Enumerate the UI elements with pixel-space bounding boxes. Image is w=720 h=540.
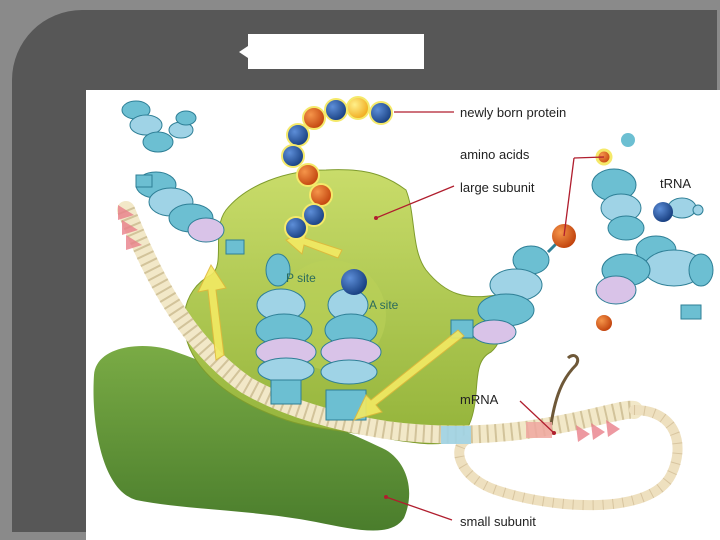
label-newly-born-protein: newly born protein bbox=[460, 105, 566, 120]
ribosome-diagram: newly born protein amino acids large sub… bbox=[86, 90, 720, 540]
ribosome-illustration: newly born protein amino acids large sub… bbox=[93, 96, 714, 531]
label-mrna: mRNA bbox=[460, 392, 499, 407]
label-large-subunit: large subunit bbox=[460, 180, 535, 195]
trna-upper-left bbox=[121, 100, 245, 255]
label-p-site: P site bbox=[286, 271, 316, 285]
direction-markers bbox=[118, 205, 620, 442]
trna-group-right bbox=[591, 168, 714, 320]
label-a-site: A site bbox=[369, 298, 399, 312]
title-pointer-icon bbox=[239, 46, 248, 58]
amino-acid-free-orange bbox=[596, 315, 612, 331]
label-small-subunit: small subunit bbox=[460, 514, 536, 529]
newly-born-protein-chain bbox=[281, 96, 393, 240]
label-amino-acids: amino acids bbox=[460, 147, 530, 162]
amino-acid-a-site bbox=[341, 269, 367, 295]
incoming-trna bbox=[450, 236, 564, 345]
a-site-trna bbox=[320, 288, 382, 421]
label-trna: tRNA bbox=[660, 176, 691, 191]
amino-acid-free-blue bbox=[653, 202, 673, 222]
mrna-strand bbox=[117, 201, 683, 511]
slide-title bbox=[248, 34, 424, 69]
small-subunit-shape bbox=[93, 345, 410, 531]
p-site-trna bbox=[255, 253, 317, 405]
leader-lines bbox=[375, 111, 605, 521]
title-box bbox=[248, 34, 424, 69]
amino-acid-free-small bbox=[621, 133, 635, 147]
